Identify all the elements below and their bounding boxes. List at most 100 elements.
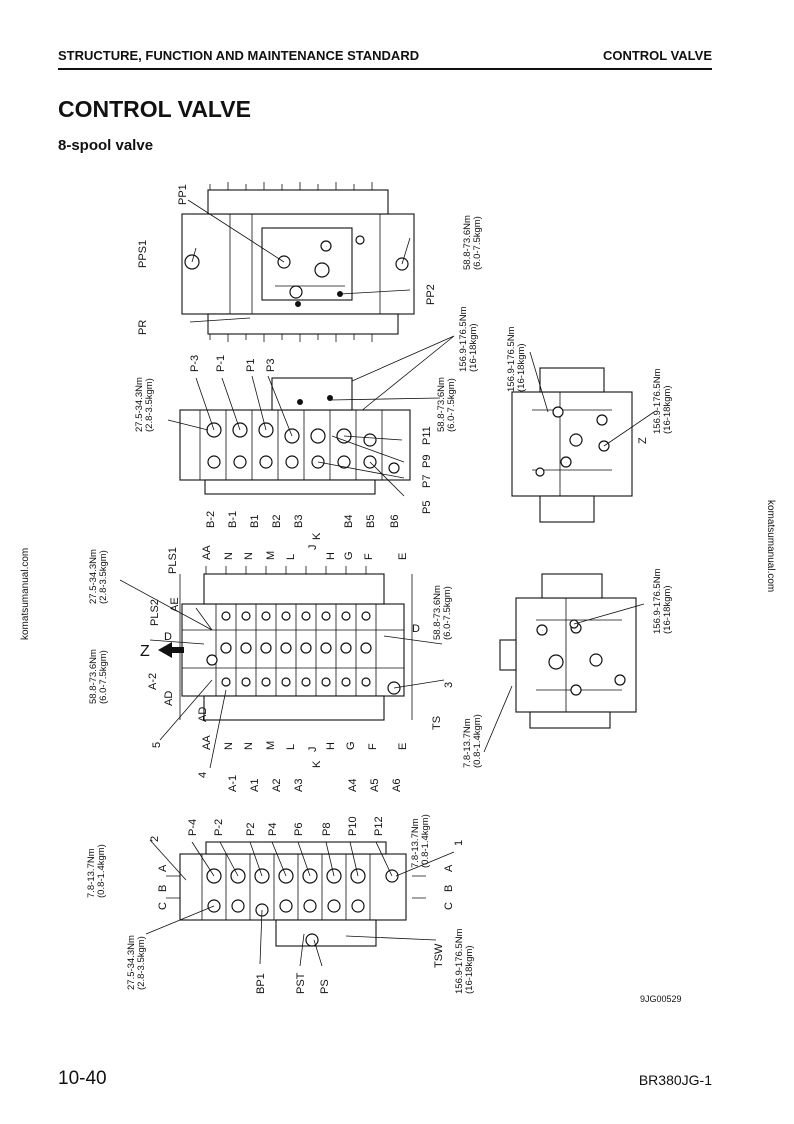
v3-top-label-1: N [223,552,235,560]
page-title: CONTROL VALVE [58,96,251,122]
v3-label-d-right: D [412,623,420,635]
v3-b-label-3: B2 [271,515,283,528]
v4-port-row [206,868,399,947]
v3-a-label-0: A-1 [227,775,239,792]
vr2-torque2-b: (0.8-1.4kgm) [472,714,483,768]
view-right-1: 156.9-176.5Nm (16-18kgm) 156.9-176.5Nm (… [506,326,673,523]
v2-label-p-1: P-1 [215,355,227,372]
v3-label-ad-2: AD [197,707,209,722]
v4-label-1: 1 [453,840,465,846]
v3-top-label-9: E [397,553,409,560]
vr1-torque2-a: 156.9-176.5Nm [652,368,663,434]
vr1-torque1-a: 156.9-176.5Nm [506,326,517,392]
v3-top-label-6: H [325,552,337,560]
v3-a-label-4: K [311,760,323,768]
v2-torque2-a: 58.8-73.6Nm [436,377,447,432]
v3-torque2-a: 58.8-73.6Nm [88,649,99,704]
page-header: STRUCTURE, FUNCTION AND MAINTENANCE STAN… [58,46,712,70]
v4-label-c-left: C [157,902,169,910]
v2-body [179,409,411,481]
v3-bottom-label-4: L [285,744,297,750]
v4-lower-block [275,919,377,947]
v4-label-b-right: B [443,885,455,892]
v3-bottom-label-6: H [325,742,337,750]
v3-bottom-caps [203,695,385,721]
v3-torque3-b: (6.0-7.5kgm) [442,586,453,640]
vr2-bottom [529,711,611,729]
v4-top-label-3: P4 [267,823,279,836]
v3-b-label-7: B5 [365,515,377,528]
v3-z-arrow [158,642,184,658]
v1-port-e [320,240,332,252]
header-left: STRUCTURE, FUNCTION AND MAINTENANCE STAN… [58,48,420,63]
v3-top-label-7: G [343,551,355,560]
v3-label-ad-1: AD [163,691,175,706]
v3-torque1-b: (2.8-3.5kgm) [98,550,109,604]
vr2-torque2-a: 7.8-13.7Nm [462,718,473,768]
vr1-label-z: Z [637,437,649,444]
v3-label-z: Z [140,643,150,660]
v3-a-label-2: A2 [271,779,283,792]
v4-torque4-b: (16-18kgm) [464,945,475,994]
v3-bottom-label-7: G [345,741,357,750]
v4-label-a-right: A [443,864,455,872]
v3-b-label-4: B3 [293,515,305,528]
v2-label-p5: P5 [421,501,433,514]
v1-label-pp2: PP2 [425,284,437,305]
v3-b-label-6: B4 [343,515,355,528]
vr1-torque2-b: (16-18kgm) [662,385,673,434]
v1-label-pp1: PP1 [177,184,189,205]
v4-label-2: 2 [149,836,161,842]
vr1-torque1-b: (16-18kgm) [516,343,527,392]
v1-bottom-caps [207,313,399,335]
watermark-right: komatsumanual.com [765,500,776,592]
v4-label-a-left: A [157,864,169,872]
v3-top-caps [203,573,385,605]
v2-torque2-b: (6.0-7.5kgm) [446,378,457,432]
v4-top-label-1: P-2 [213,819,225,836]
v3-label-d-left: D [164,631,172,643]
v4-top-label-7: P12 [373,816,385,836]
section-subtitle: 8-spool valve [58,137,154,154]
v4-top-label-6: P10 [347,816,359,836]
v3-a-label-3: A3 [293,779,305,792]
v3-bottom-label-2: N [243,742,255,750]
v3-label-pls1: PLS1 [167,547,179,574]
v3-torque1-a: 27.5-34.3Nm [88,549,99,604]
v1-port-f [355,235,365,245]
v3-bottom-label-3: M [265,741,277,750]
v2-label-p9: P9 [421,455,433,468]
v3-bottom-label-9: E [397,743,409,750]
v4-label-b-left: B [157,885,169,892]
v1-label-pr: PR [137,320,149,335]
v1-top-caps [207,189,389,215]
v3-b-label-0: B-2 [205,511,217,528]
v4-top-caps [205,841,387,855]
watermark-left: komatsumanual.com [20,548,31,640]
v3-bottom-label-0: AA [201,735,213,750]
v4-torque1-b: (0.8-1.4kgm) [96,844,107,898]
v3-b-label-2: B1 [249,515,261,528]
v3-top-label-0: AA [201,545,213,560]
view-4: P-4 P-2 P2 P4 P6 P8 P10 P12 BP1 PST PS T… [86,814,475,994]
v4-label-c-right: C [443,902,455,910]
vr1-bottom [539,495,595,523]
v4-torque3-a: 27.5-34.3Nm [126,935,137,990]
v2-label-p11: P11 [421,426,433,445]
v3-label-ae: AE [169,597,181,612]
v1-center-block [261,227,353,301]
v4-top-label-5: P8 [321,823,333,836]
v4-top-label-0: P-4 [187,819,199,836]
v3-label-3: 3 [443,682,455,688]
v4-torque2-b: (0.8-1.4kgm) [420,814,431,868]
v4-bottom-label-0: BP1 [255,973,267,994]
v1-torque2-a: 156.9-176.5Nm [458,306,469,372]
v2-bottom-caps [204,479,376,495]
v1-label-pps1: PPS1 [137,240,149,268]
v3-a-label-7: A6 [391,779,403,792]
v3-b-label-5: K [311,532,323,540]
v4-torque3-b: (2.8-3.5kgm) [136,936,147,990]
v3-bottom-label-1: N [223,742,235,750]
v3-a-label-5: A4 [347,779,359,792]
